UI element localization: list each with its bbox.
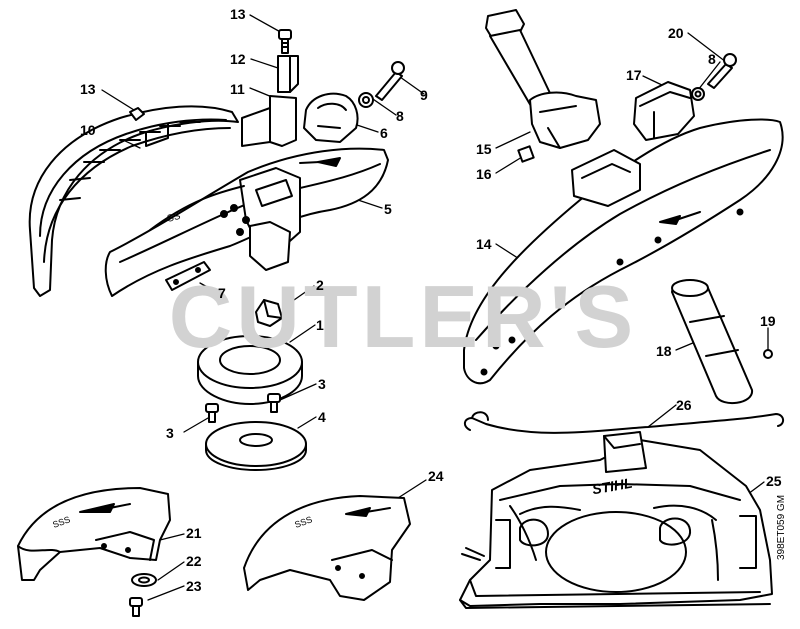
part-13-screw-a	[278, 29, 292, 54]
part-10-guard-rail	[28, 105, 239, 297]
part-17-clamp-half	[633, 81, 695, 141]
part-3-screw-b	[267, 393, 281, 413]
part-14-deflector-guard	[463, 118, 784, 385]
callout-4: 4	[318, 409, 326, 425]
part-13-screw-b	[129, 107, 145, 121]
part-26-spring-wire	[464, 411, 784, 434]
part-8-washer-a	[358, 92, 374, 108]
part-25-base-guard	[459, 431, 773, 609]
part-24-guard: SSS	[243, 495, 411, 601]
part-12-bracket	[277, 55, 299, 93]
part-15-clamp	[485, 9, 601, 149]
callout-14: 14	[476, 236, 492, 252]
svg-text:SS: SS	[166, 211, 182, 225]
callout-15: 15	[476, 141, 492, 157]
callout-3: 3	[318, 376, 326, 392]
callout-8: 8	[396, 108, 404, 124]
callout-26: 26	[676, 397, 692, 413]
part-5-deflector-guard: SS	[104, 147, 389, 297]
part-16-nut	[517, 145, 535, 163]
cutlers-watermark: CUTLER'S	[168, 267, 638, 366]
part-4-disc	[205, 421, 307, 471]
callout-6: 6	[380, 125, 388, 141]
part-8-washer-b	[691, 87, 705, 101]
callout-8: 8	[708, 51, 716, 67]
callout-25: 25	[766, 473, 782, 489]
part-6-clamp-half	[303, 92, 359, 143]
part-22-washer	[131, 573, 157, 587]
callout-9: 9	[420, 87, 428, 103]
callout-17: 17	[626, 67, 642, 83]
callout-22: 22	[186, 553, 202, 569]
part-11-clamp	[241, 95, 297, 147]
callout-16: 16	[476, 166, 492, 182]
part-23-screw	[129, 597, 143, 617]
callout-19: 19	[760, 313, 776, 329]
callout-13: 13	[80, 81, 96, 97]
callout-3: 3	[166, 425, 174, 441]
callout-10: 10	[80, 122, 96, 138]
part-3-screw-a	[205, 403, 219, 423]
callout-13: 13	[230, 6, 246, 22]
callout-11: 11	[230, 81, 245, 97]
callout-12: 12	[230, 51, 246, 67]
part-9-screw	[375, 61, 405, 101]
part-7-plate	[165, 261, 211, 291]
callout-5: 5	[384, 201, 392, 217]
part-2-nut	[255, 299, 283, 327]
callout-18: 18	[656, 343, 672, 359]
callout-7: 7	[218, 285, 226, 301]
part-19-screw	[763, 349, 773, 359]
callout-23: 23	[186, 578, 202, 594]
part-1-ring	[197, 335, 303, 405]
callout-21: 21	[186, 525, 202, 541]
callout-1: 1	[316, 317, 324, 333]
part-18-tube	[671, 279, 753, 405]
callout-20: 20	[668, 25, 684, 41]
callout-2: 2	[316, 277, 324, 293]
part-20-screw	[707, 53, 737, 89]
part-21-guard: SSS	[17, 487, 171, 581]
drawing-code: 398ET059 GM	[776, 494, 787, 560]
callout-24: 24	[428, 468, 444, 484]
